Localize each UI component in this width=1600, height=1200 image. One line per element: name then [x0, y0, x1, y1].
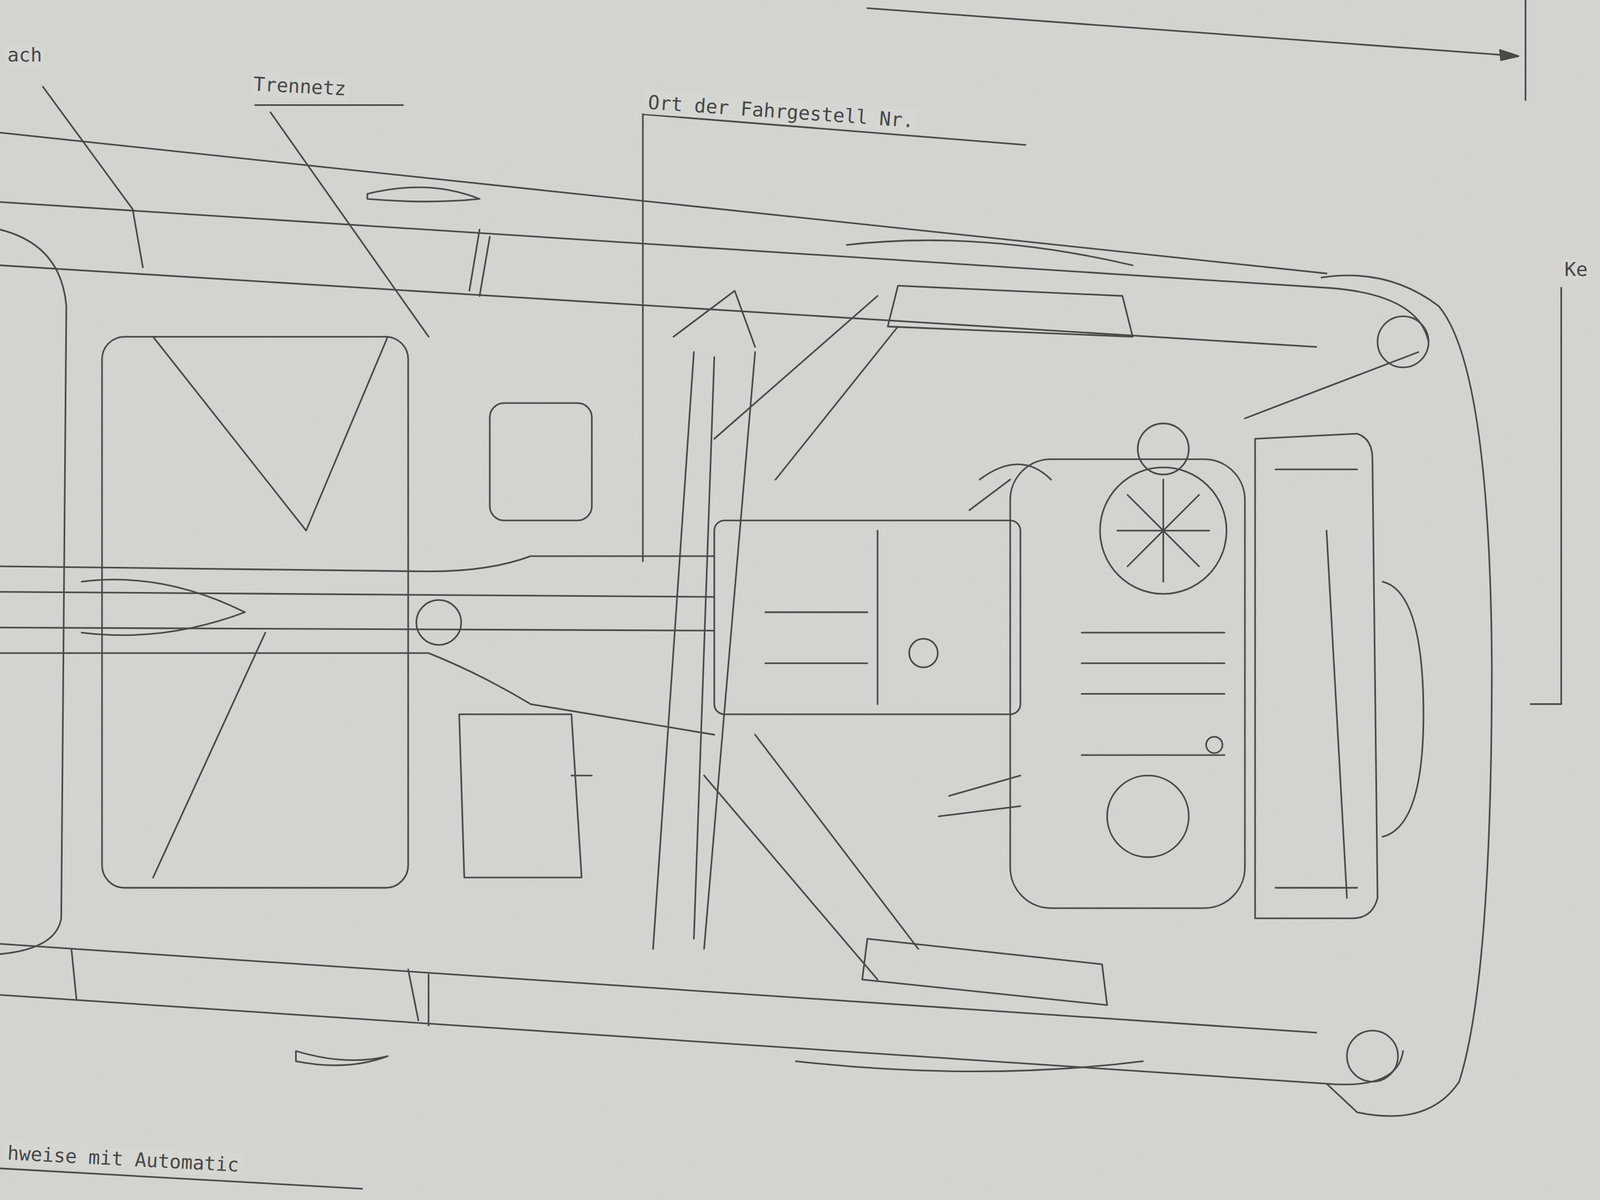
pulley	[1137, 423, 1189, 475]
radiator-core	[1275, 469, 1358, 898]
joint	[416, 600, 462, 645]
body-mount	[1347, 1030, 1398, 1082]
part-label: Ort der Fahrgestell Nr.	[643, 89, 918, 134]
part-label: Ke	[1560, 257, 1591, 282]
oil-pan-ribs	[1081, 632, 1225, 756]
wheel-arch	[795, 939, 1143, 1072]
sill-ribs	[71, 949, 429, 1026]
part-label: ach	[4, 42, 46, 67]
pulley-spokes	[1117, 479, 1210, 582]
car-underbody	[0, 0, 1561, 1189]
leader-line	[642, 114, 1026, 562]
extension-line	[1524, 0, 1527, 100]
leader-line	[255, 105, 429, 337]
part-label: hweise mit Automatic	[3, 1140, 243, 1178]
pulley	[1100, 467, 1227, 595]
box	[459, 714, 592, 878]
part-label: Trennetz	[249, 71, 350, 102]
drain-plug	[909, 639, 938, 668]
sill-top	[0, 202, 1429, 348]
leader-line	[42, 86, 133, 210]
hose	[969, 464, 1052, 511]
propshaft	[0, 556, 715, 735]
gearbox-ribs	[765, 530, 878, 704]
leader-line	[1530, 287, 1561, 705]
outline-line	[0, 132, 1327, 274]
radiator	[1255, 433, 1378, 919]
front-end	[1321, 275, 1492, 1117]
tank	[489, 403, 592, 521]
body-mount	[1377, 316, 1429, 368]
sill-bottom	[0, 943, 1404, 1085]
crossmember	[652, 290, 756, 950]
x-brace	[704, 295, 919, 980]
sill-ribs	[132, 209, 490, 296]
cargo-ribs	[152, 336, 388, 878]
engine-block	[1010, 459, 1245, 909]
front-panel	[1382, 581, 1424, 837]
jack-point	[367, 187, 480, 202]
oil-filter	[1106, 775, 1189, 858]
muffler	[81, 579, 245, 636]
stay	[1244, 351, 1419, 419]
dimension-arrow	[1500, 50, 1519, 61]
bracket	[939, 775, 1021, 817]
cargo-floor	[102, 336, 409, 888]
bolt	[1205, 736, 1223, 754]
jack-point	[295, 1050, 388, 1066]
wheel-arch	[847, 240, 1133, 337]
dimension-line	[867, 8, 1519, 57]
gearbox	[714, 520, 1021, 715]
